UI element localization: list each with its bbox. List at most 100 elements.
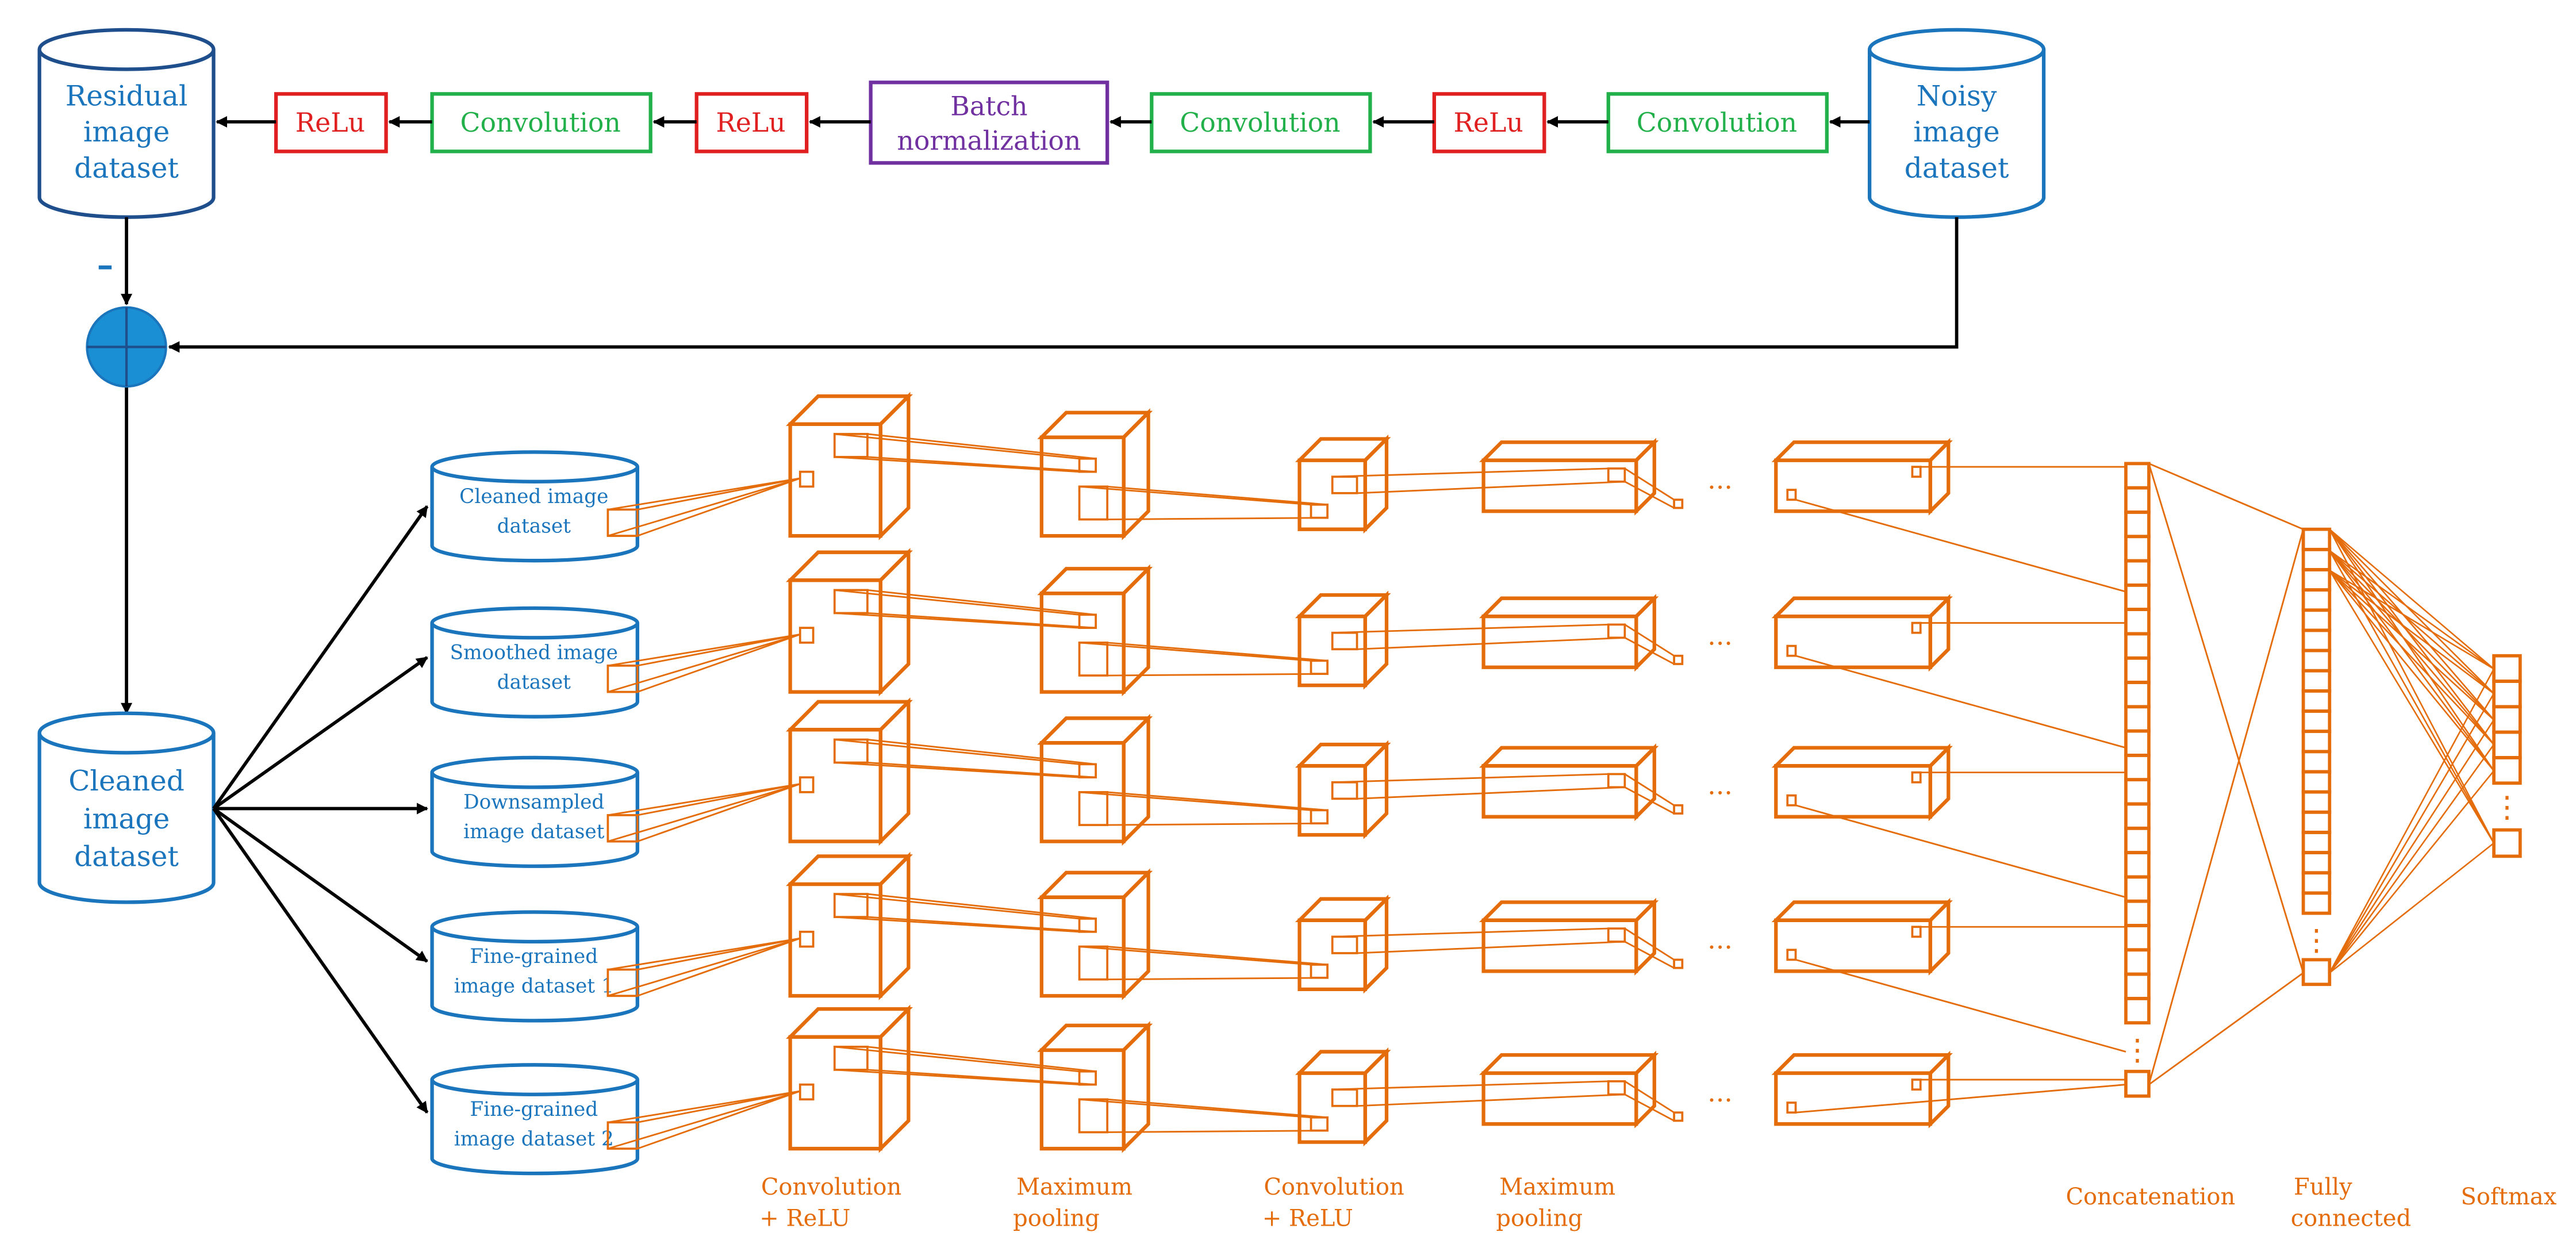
concat-to-fc-3 [2148, 529, 2304, 1085]
pool2-cell [1607, 773, 1626, 789]
pool2-box-front [1481, 918, 1638, 973]
pool2-box-top [1479, 900, 1659, 922]
conv1-receptive-field [798, 627, 815, 644]
pool1-link-1 [834, 1046, 1080, 1073]
conv1-link-3 [637, 1090, 801, 1150]
pool2-link-3 [1624, 1080, 1675, 1114]
conv1-kernel [833, 738, 869, 764]
branch-label-line2: image dataset 1 [454, 975, 614, 998]
fc-to-softmax [2329, 570, 2494, 694]
conv-box-3 [1606, 92, 1829, 153]
pool1-link-2 [867, 433, 1096, 460]
conv1-cube-top [786, 854, 913, 886]
noisy-dataset-cylinder: Noisy image dataset [1868, 28, 2046, 219]
branch-to-concat-bottom [1795, 498, 2126, 593]
concat-vertical-ellipsis: ⋮ [2122, 1033, 2152, 1068]
fc-to-softmax [2329, 550, 2495, 745]
concat-cell [2124, 681, 2151, 709]
relu-box-3 [1432, 92, 1546, 153]
noisy-label-2: image [1913, 116, 1999, 148]
fc-to-softmax [2329, 693, 2495, 973]
conv2-cube-front [1297, 458, 1367, 531]
conv2-link-3 [1107, 1130, 1328, 1133]
conv1-cube-front [788, 728, 882, 843]
conv1-link-2 [637, 477, 801, 510]
pool1-window [1078, 642, 1109, 677]
conv2-link-1 [1079, 791, 1311, 811]
softmax-vertical-ellipsis: ⋮ [2492, 790, 2521, 824]
pool1-cell [1078, 763, 1097, 779]
residual-label-1: Residual [66, 80, 188, 112]
pool2-link-4 [1624, 1093, 1675, 1122]
conv-box-2 [1150, 92, 1372, 153]
concat-cell [2124, 875, 2151, 903]
conv1-link-4 [607, 634, 801, 693]
denoising-pipeline: Residual image dataset Noisy image datas… [37, 28, 2046, 715]
concat-cell [2124, 535, 2151, 563]
pool2-link-4 [1624, 941, 1675, 969]
pipeline-arrows [121, 116, 1959, 715]
cleaned-dataset-cylinder: Cleaned image dataset [37, 711, 216, 904]
concat-cell [2124, 948, 2151, 976]
conv1-receptive-field [798, 930, 815, 948]
pool1-window [1078, 485, 1109, 521]
conv2-link-3 [1107, 673, 1328, 677]
concat-cell [2124, 851, 2151, 879]
conv2-cube-side [1363, 740, 1389, 839]
conv2-kernel [1331, 475, 1358, 494]
conv1-kernel [833, 893, 869, 918]
arrow-branch-2 [212, 656, 428, 810]
branch-to-concat-bottom [1795, 804, 2126, 899]
fc-cell [2301, 871, 2332, 895]
pool2-link-2 [1357, 481, 1625, 494]
conv1-cube-front [788, 882, 882, 998]
softmax-cell [2492, 654, 2522, 683]
final-feature-box-top [1771, 596, 1953, 619]
final-feature-box-side [1928, 1050, 1951, 1129]
conv1-receptive-field [798, 776, 815, 793]
fc-to-softmax [2329, 570, 2495, 844]
pool1-cube-front [1039, 435, 1126, 538]
pool2-link-3 [1624, 927, 1675, 961]
conv2-cube-side [1363, 434, 1389, 534]
pool1-link-3 [834, 762, 1080, 778]
concat-cell [2124, 656, 2151, 684]
pool2-box-front [1481, 614, 1638, 669]
input-patch [606, 665, 639, 693]
fc-cell [2301, 568, 2332, 592]
fc-cell [2301, 709, 2332, 734]
branch-cylinder-body [430, 467, 639, 563]
conv2-receptive-field [1310, 503, 1329, 519]
final-feature-box-front [1774, 614, 1933, 669]
conv1-link-1 [608, 1090, 800, 1123]
conv-box-1-label: Convolution [460, 108, 621, 138]
branch-cylinder-body [430, 772, 639, 868]
fc-to-softmax [2329, 570, 2494, 721]
conv2-link-3 [1107, 822, 1328, 826]
concat-cell [2124, 608, 2151, 636]
pool1-link-1 [834, 589, 1080, 616]
conv1-cube-side [878, 851, 911, 1000]
conv2-link-1 [1079, 485, 1311, 506]
conv1-kernel [833, 433, 869, 458]
pool2-cell [1607, 623, 1626, 639]
conv-box-2-label: Convolution [1180, 108, 1340, 138]
fc-to-softmax [2329, 570, 2494, 670]
input-patch [606, 814, 639, 843]
column-labels: Convolution + ReLU Maximum pooling Convo… [759, 1174, 2556, 1231]
conv1-link-4 [607, 783, 801, 843]
final-cell-right [1911, 1078, 1922, 1091]
label-conv1-line1: Convolution [761, 1174, 901, 1200]
conv2-link-3 [1107, 517, 1328, 520]
concat-cell [2124, 705, 2151, 733]
concat-cell [2124, 729, 2151, 757]
conv1-kernel [833, 1046, 869, 1071]
conv1-link-2 [637, 783, 801, 816]
fc-cell [2301, 608, 2332, 632]
pool1-link-4 [867, 612, 1096, 629]
conv1-link-4 [607, 1090, 801, 1150]
concat-cell [2124, 510, 2151, 539]
